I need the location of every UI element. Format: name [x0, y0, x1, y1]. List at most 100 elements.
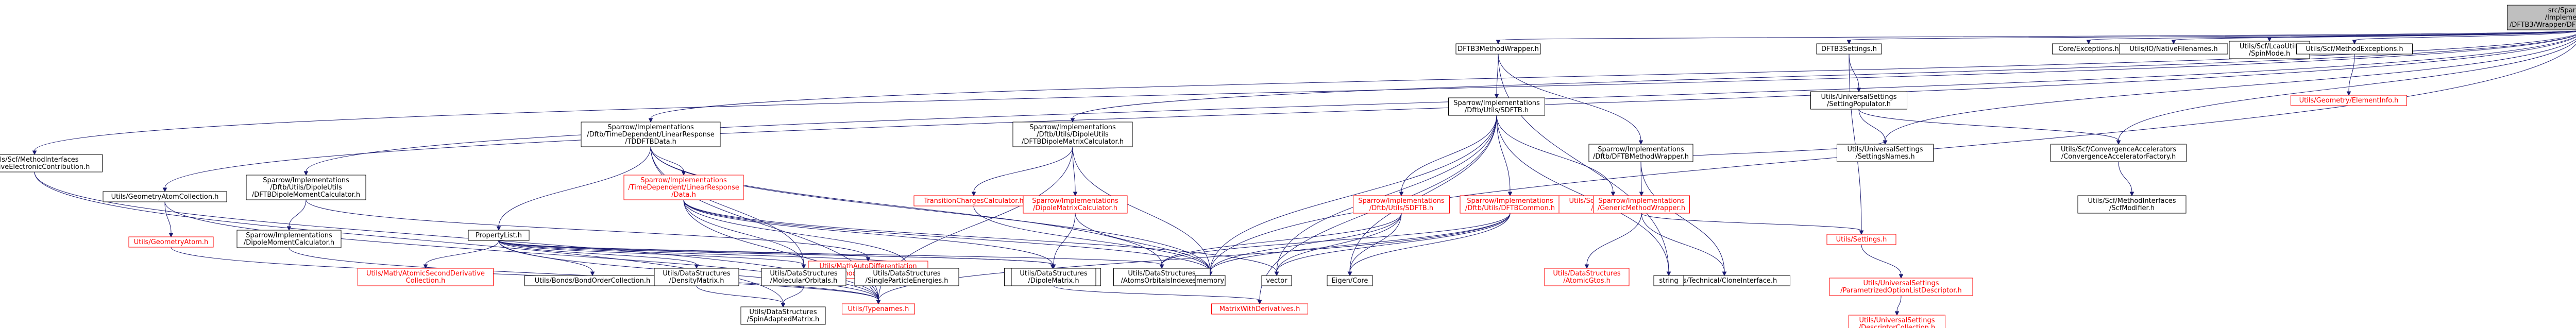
graph-node[interactable]: Sparrow/Implementations/Dftb/Utils/Dipol… — [1012, 122, 1133, 147]
graph-node[interactable]: memory — [1195, 275, 1226, 286]
graph-node[interactable]: Sparrow/Implementations/TimeDependent/Li… — [623, 175, 744, 200]
graph-node[interactable]: Utils/UniversalSettings/ParametrizedOpti… — [1829, 278, 1973, 296]
graph-node[interactable]: string — [1653, 275, 1684, 286]
node-label-line: Utils/DataStructures — [1128, 270, 1196, 278]
graph-node[interactable]: Sparrow/Implementations/Dftb/DFTBMethodW… — [1588, 144, 1693, 162]
node-box — [1816, 43, 1882, 55]
graph-node[interactable]: PropertyList.h — [468, 230, 530, 241]
arrowhead-root-n6 — [648, 118, 653, 123]
graph-node[interactable]: Utils/DataStructures/AtomsOrbitalsIndexe… — [1113, 268, 1210, 286]
arrowhead-root-n2 — [162, 187, 167, 193]
graph-node[interactable]: Utils/GeometryAtom.h — [128, 236, 214, 248]
node-label-line: /DipoleMomentCalculator.h — [244, 239, 334, 247]
node-label-line: Sparrow/Implementations — [1029, 124, 1116, 131]
node-box — [103, 191, 227, 202]
node-box — [1455, 43, 1541, 55]
graph-node[interactable]: TransitionChargesCalculator.h — [913, 195, 1034, 206]
graph-node[interactable]: Sparrow/Implementations/Dftb/TimeDepende… — [581, 122, 721, 147]
node-box — [740, 306, 826, 325]
arrowhead-root-n1 — [32, 150, 37, 156]
node-box — [1588, 144, 1693, 162]
node-label-line: Utils/Scf/ConvergenceAccelerators — [2061, 146, 2176, 153]
graph-node[interactable]: Utils/DataStructures/MolecularOrbitals.h — [761, 268, 846, 286]
graph-node[interactable]: Utils/Scf/MethodExceptions.h — [2296, 43, 2413, 55]
edge-n41-n42 — [1896, 295, 1902, 312]
node-label-line: /ScfModifier.h — [2109, 204, 2155, 212]
edge-root-n27 — [1498, 30, 2576, 41]
graph-node[interactable]: Sparrow/Implementations/Dftb/Utils/SDFTB… — [1448, 97, 1545, 116]
node-box — [0, 154, 103, 172]
node-label-line: src/Sparrow/Sparrow — [2548, 7, 2576, 14]
graph-node[interactable]: Sparrow/Implementations/Dftb/Utils/DFTBC… — [1460, 195, 1561, 214]
node-box — [246, 175, 366, 200]
arrowhead-n37-n38 — [1856, 88, 1861, 93]
node-box — [854, 268, 959, 286]
edge-n20-n21 — [1053, 213, 1076, 265]
node-box — [1849, 315, 1945, 328]
edge-n28-n36 — [1496, 115, 1669, 272]
graph-node[interactable]: Utils/Scf/MethodInterfaces/AdditiveElect… — [0, 154, 103, 172]
node-box — [2119, 43, 2228, 55]
edge-root-n37 — [1849, 30, 2576, 41]
graph-node[interactable]: Sparrow/Implementations/Dftb/Utils/SDFTB… — [1353, 195, 1450, 214]
graph-node[interactable]: Utils/DataStructures/AtomicGtos.h — [1544, 268, 1630, 286]
graph-node[interactable]: Utils/Settings.h — [1826, 234, 1896, 245]
graph-node[interactable]: Utils/IO/NativeFilenames.h — [2119, 43, 2228, 55]
edge-n34-n40 — [1641, 213, 1862, 231]
arrowhead-n7-n8 — [866, 257, 871, 262]
edge-n18-n19 — [973, 146, 1073, 193]
edge-n7-n22 — [498, 240, 1162, 265]
graph-node[interactable]: Core/Exceptions.h — [2052, 43, 2125, 55]
arrowhead-n28-n23 — [1257, 300, 1262, 305]
node-label-line: /TDDFTBData.h — [625, 138, 676, 146]
graph-node[interactable]: Sparrow/Implementations/DipoleMomentCalc… — [236, 230, 342, 248]
node-box — [2507, 5, 2576, 30]
graph-node[interactable]: Utils/DataStructures/DipoleMatrix.h — [1011, 268, 1096, 286]
node-label-line: Core/Exceptions.h — [2058, 45, 2119, 53]
graph-node[interactable]: Utils/UniversalSettings/DescriptorCollec… — [1849, 315, 1945, 328]
node-label-line: /DipoleMatrix.h — [1028, 277, 1079, 285]
edge-root-n18 — [1072, 34, 2576, 119]
arrowhead-root-n18 — [1070, 118, 1075, 123]
node-label-line: /AtomsOrbitalsIndexes.h — [1121, 277, 1203, 285]
graph-node[interactable]: DFTB3MethodWrapper.h — [1455, 43, 1541, 55]
node-box — [1837, 144, 1934, 162]
graph-node[interactable]: Sparrow/Implementations/GenericMethodWra… — [1593, 195, 1690, 214]
graph-node[interactable]: vector — [1261, 275, 1292, 286]
graph-node[interactable]: Utils/UniversalSettings/SettingsNames.h — [1837, 144, 1934, 162]
graph-node[interactable]: Utils/Scf/ConvergenceAccelerators/Conver… — [2050, 144, 2187, 162]
node-label-line: Utils/DataStructures — [663, 270, 731, 278]
edge-root-n4 — [306, 36, 2576, 172]
graph-node[interactable]: Sparrow/Implementations/Dftb/Utils/Dipol… — [246, 175, 366, 200]
node-label-line: Sparrow/Implementations — [640, 177, 727, 184]
graph-node[interactable]: Utils/GeometryAtomCollection.h — [103, 191, 227, 202]
edge-n15-n16 — [683, 199, 1053, 265]
graph-node[interactable]: Utils/Bonds/BondOrderCollection.h — [524, 275, 660, 286]
edge-n40-n41 — [1861, 244, 1902, 275]
graph-node[interactable]: Utils/DataStructures/SingleParticleEnerg… — [854, 268, 959, 286]
graph-node[interactable]: MatrixWithDerivatives.h — [1211, 303, 1308, 315]
graph-node[interactable]: Utils/Technical/CloneInterface.h — [1658, 275, 1790, 286]
edge-n7-n9 — [425, 240, 499, 265]
graph-node[interactable]: Utils/DataStructures/DensityMatrix.h — [654, 268, 739, 286]
arrowhead-n34-n32 — [1584, 264, 1589, 269]
graph-node[interactable]: Utils/Geometry/ElementInfo.h — [2291, 95, 2407, 106]
node-box — [1829, 278, 1973, 296]
graph-node[interactable]: Eigen/Core — [1327, 275, 1373, 286]
arrowhead-root-n47 — [2267, 37, 2272, 42]
node-label-line: Sparrow/Implementations — [1467, 197, 1553, 205]
node-label-line: /Dftb/Utils/DipoleUtils — [1037, 131, 1109, 139]
graph-node[interactable]: Sparrow/Implementations/DipoleMatrixCalc… — [1023, 195, 1128, 214]
arrowhead-n4-n5 — [286, 226, 292, 231]
graph-node[interactable]: Utils/UniversalSettings/SettingPopulator… — [1810, 91, 1907, 110]
graph-node[interactable]: DFTB3Settings.h — [1816, 43, 1882, 55]
arrowhead-n40-n41 — [1899, 274, 1904, 279]
graph-node[interactable]: Utils/Math/AtomicSecondDerivativeCollect… — [358, 268, 494, 286]
graph-node[interactable]: Utils/DataStructures/SpinAdaptedMatrix.h — [740, 306, 826, 325]
graph-node[interactable]: Utils/Typenames.h — [842, 303, 915, 315]
graph-node[interactable]: Utils/Scf/MethodInterfaces/ScfModifier.h — [2077, 195, 2187, 214]
edge-n28-n29 — [1401, 115, 1497, 193]
node-label-line: /SettingPopulator.h — [1827, 100, 1891, 108]
node-label-line: /ParametrizedOptionListDescriptor.h — [1840, 287, 1962, 295]
edge-root-n47 — [2269, 31, 2576, 38]
